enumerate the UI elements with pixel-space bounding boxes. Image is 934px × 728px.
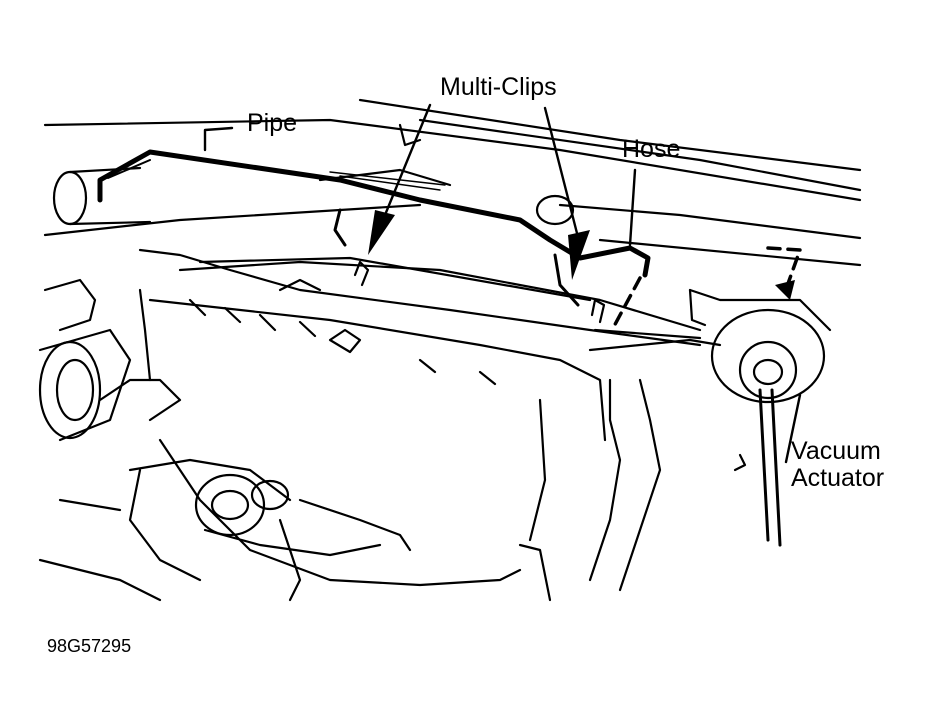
callout-leaders	[203, 103, 802, 464]
callout-arrowheads	[368, 210, 590, 280]
vacuum-actuator-label: Vacuum Actuator	[791, 438, 884, 492]
multi-clip-left	[333, 208, 370, 287]
engine-components	[38, 278, 412, 602]
hose-label: Hose	[622, 135, 681, 163]
multi-clip-right	[553, 253, 606, 324]
dashed-attach-lines	[610, 246, 802, 332]
arrow-multi-clip-right	[568, 230, 590, 280]
vacuum-pipe	[97, 149, 651, 278]
wiper-detail-2	[329, 171, 446, 191]
vacuum-actuator-label-line1: Vacuum	[791, 437, 881, 465]
hose-line	[518, 328, 722, 602]
body-panel-lines	[43, 98, 862, 267]
dashed-arrow-head	[775, 280, 795, 300]
vacuum-actuator-label-line2: Actuator	[791, 464, 885, 492]
figure-code: 98G57295	[47, 636, 132, 656]
arrow-multi-clip-left	[368, 210, 395, 255]
multi-clips-label: Multi-Clips	[440, 73, 557, 101]
radiator-shroud	[138, 248, 702, 587]
vacuum-actuator	[688, 288, 832, 547]
pipe-label: Pipe	[247, 109, 298, 137]
